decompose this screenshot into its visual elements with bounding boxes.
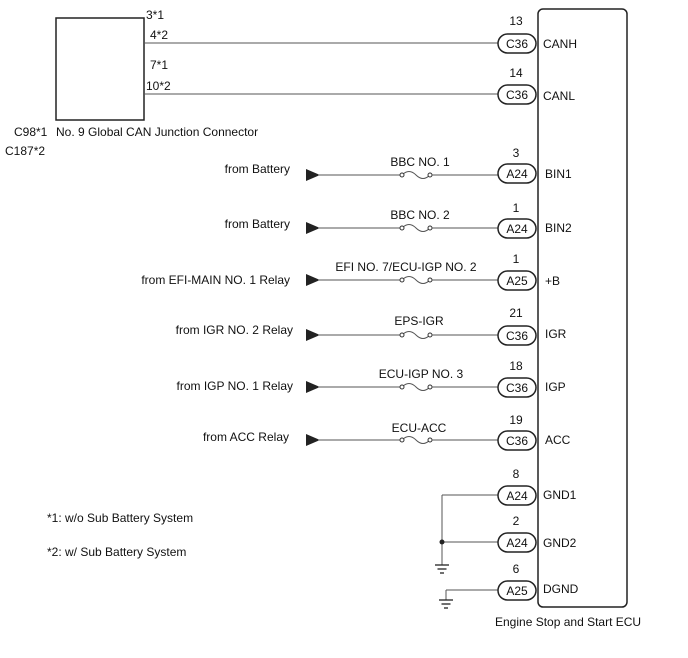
fuse-label-bin1: BBC NO. 1: [390, 155, 450, 169]
fuse-label-igp: ECU-IGP NO. 3: [379, 367, 464, 381]
fuse-label-igr: EPS-IGR: [394, 314, 444, 328]
pin-number-acc: 19: [509, 413, 523, 427]
terminal-label-gnd2: GND2: [543, 536, 577, 550]
pin-number-canh: 13: [509, 14, 523, 28]
svg-text:C36: C36: [506, 329, 528, 343]
terminal-label-canl: CANL: [543, 89, 575, 103]
pin-number-gnd2: 2: [513, 514, 520, 528]
connector-canh: C36: [497, 33, 537, 54]
terminal-label-igp: IGP: [545, 380, 566, 394]
junction-code-w-sub: C187*2: [5, 144, 45, 158]
source-label-igp: from IGP NO. 1 Relay: [177, 379, 293, 393]
junction-connector-box: [55, 17, 145, 121]
ecu-box: [537, 8, 628, 608]
footnote-1: *1: w/o Sub Battery System: [47, 511, 193, 525]
terminal-label-bin2: BIN2: [545, 221, 572, 235]
igr-circuit: [306, 329, 498, 341]
svg-text:A24: A24: [506, 167, 528, 181]
fuse-label-plus-b: EFI NO. 7/ECU-IGP NO. 2: [335, 260, 476, 274]
svg-text:C36: C36: [506, 37, 528, 51]
svg-text:A25: A25: [506, 584, 528, 598]
source-label-bin1: from Battery: [225, 162, 290, 176]
connector-plus-b: A25: [497, 270, 537, 291]
canh-pin-w-o-sub: 3*1: [146, 8, 164, 22]
terminal-label-gnd1: GND1: [543, 488, 577, 502]
footnote-2: *2: w/ Sub Battery System: [47, 545, 186, 559]
connector-gnd2: A24: [497, 532, 537, 553]
junction-code-w-o-sub: C98*1: [14, 125, 48, 139]
canl-pin-w-o-sub: 7*1: [150, 58, 168, 72]
source-label-acc: from ACC Relay: [203, 430, 289, 444]
pin-number-igp: 18: [509, 359, 523, 373]
svg-text:C36: C36: [506, 88, 528, 102]
connector-bin2: A24: [497, 218, 537, 239]
svg-text:A25: A25: [506, 274, 528, 288]
connector-acc: C36: [497, 430, 537, 451]
terminal-label-bin1: BIN1: [545, 167, 572, 181]
fuse-label-bin2: BBC NO. 2: [390, 208, 450, 222]
terminal-label-dgnd: DGND: [543, 582, 579, 596]
pin-number-dgnd: 6: [513, 562, 520, 576]
connector-gnd1: A24: [497, 485, 537, 506]
source-label-plus-b: from EFI-MAIN NO. 1 Relay: [141, 273, 290, 287]
ground-symbol-gnd: [435, 564, 449, 574]
connector-bin1: A24: [497, 163, 537, 184]
igp-circuit: [306, 381, 498, 393]
bin1-circuit: [306, 169, 498, 181]
pin-number-canl: 14: [509, 66, 523, 80]
terminal-label-plus-b: +B: [545, 274, 560, 288]
connector-canl: C36: [497, 84, 537, 105]
pin-number-bin2: 1: [513, 201, 520, 215]
svg-text:A24: A24: [506, 536, 528, 550]
pin-number-igr: 21: [509, 306, 523, 320]
canh-pin-w-sub: 4*2: [150, 28, 168, 42]
acc-circuit: [306, 434, 498, 446]
svg-text:C36: C36: [506, 434, 528, 448]
source-label-bin2: from Battery: [225, 217, 290, 231]
svg-text:A24: A24: [506, 489, 528, 503]
connector-igp: C36: [497, 377, 537, 398]
terminal-label-canh: CANH: [543, 37, 577, 51]
source-label-igr: from IGR NO. 2 Relay: [176, 323, 293, 337]
connector-igr: C36: [497, 325, 537, 346]
terminal-label-acc: ACC: [545, 433, 571, 447]
plus-b-circuit: [306, 274, 498, 286]
ecu-name: Engine Stop and Start ECU: [495, 615, 641, 629]
terminal-label-igr: IGR: [545, 327, 567, 341]
pin-number-bin1: 3: [513, 146, 520, 160]
pin-number-gnd1: 8: [513, 467, 520, 481]
bin2-circuit: [306, 222, 498, 234]
ground-wiring: [439, 494, 498, 600]
connector-dgnd: A25: [497, 580, 537, 601]
fuse-label-acc: ECU-ACC: [392, 421, 447, 435]
svg-text:C36: C36: [506, 381, 528, 395]
ground-symbol-dgnd: [439, 599, 453, 609]
canl-pin-w-sub: 10*2: [146, 79, 171, 93]
junction-connector-name: No. 9 Global CAN Junction Connector: [56, 125, 258, 139]
svg-text:A24: A24: [506, 222, 528, 236]
pin-number-plus-b: 1: [513, 252, 520, 266]
